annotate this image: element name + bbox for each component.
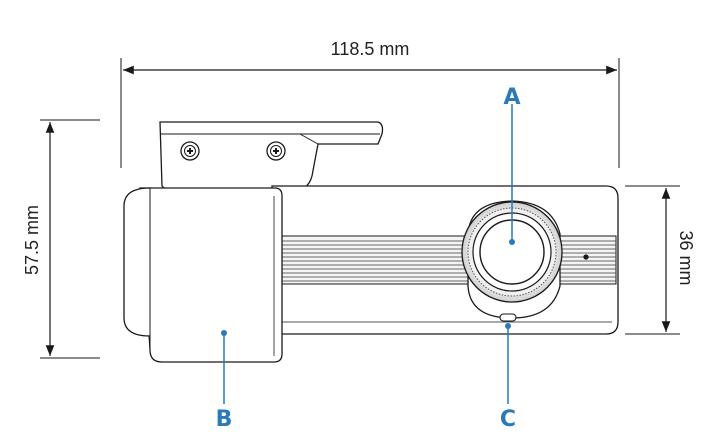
screw-left-icon [180,141,200,161]
lens-assembly [461,200,563,322]
width-label: 118.5 mm [331,39,410,59]
height-label: 57.5 mm [22,205,42,275]
callout-c: C [500,323,516,432]
status-led [499,313,517,322]
callout-b-label: B [216,407,233,432]
rear-cap [123,187,283,363]
camera-body [271,185,619,335]
callout-b: B [216,330,233,432]
callout-a-label: A [503,85,520,110]
width-dimension: 118.5 mm [120,39,620,168]
dashcam-drawing [123,121,619,363]
callout-c-label: C [500,407,516,432]
screw-right-icon [266,141,286,161]
height-dimension: 57.5 mm [22,119,100,359]
mount-bracket [159,121,384,193]
sensor-dot-icon [583,254,589,260]
callout-a: A [503,85,521,245]
diameter-label: 36 mm [676,230,696,285]
diameter-dimension: 36 mm [625,185,696,335]
